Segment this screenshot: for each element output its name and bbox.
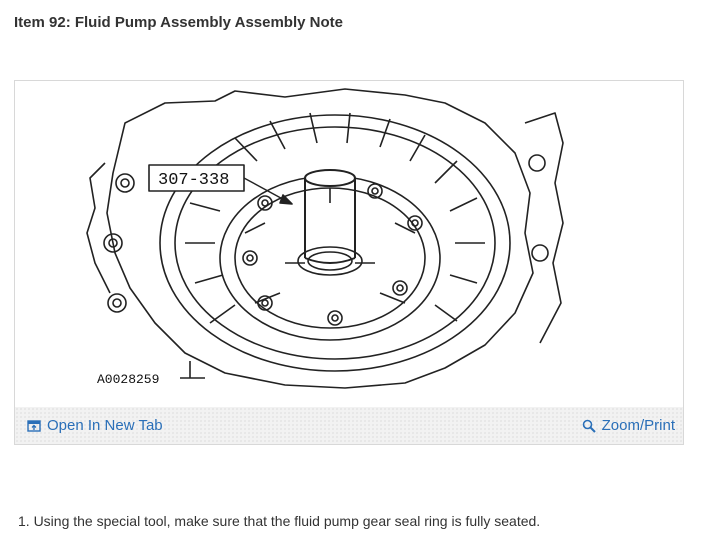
figure-container: 307-338 A0028259 Open In New Tab Zoom/Pr… <box>14 80 684 445</box>
zoom-print-link[interactable]: Zoom/Print <box>582 417 675 434</box>
open-new-tab-icon <box>27 419 41 432</box>
open-new-tab-link[interactable]: Open In New Tab <box>27 417 163 434</box>
zoom-print-label: Zoom/Print <box>601 417 675 434</box>
magnifier-icon <box>582 419 596 433</box>
instruction-step: 1. Using the special tool, make sure tha… <box>18 513 541 529</box>
figure-toolbar: Open In New Tab Zoom/Print <box>15 407 683 444</box>
page-title: Item 92: Fluid Pump Assembly Assembly No… <box>14 14 343 31</box>
tool-label: 307-338 <box>158 171 229 190</box>
figure-code: A0028259 <box>97 372 159 387</box>
open-new-tab-label: Open In New Tab <box>47 417 163 434</box>
fluid-pump-diagram: 307-338 A0028259 <box>86 88 564 389</box>
